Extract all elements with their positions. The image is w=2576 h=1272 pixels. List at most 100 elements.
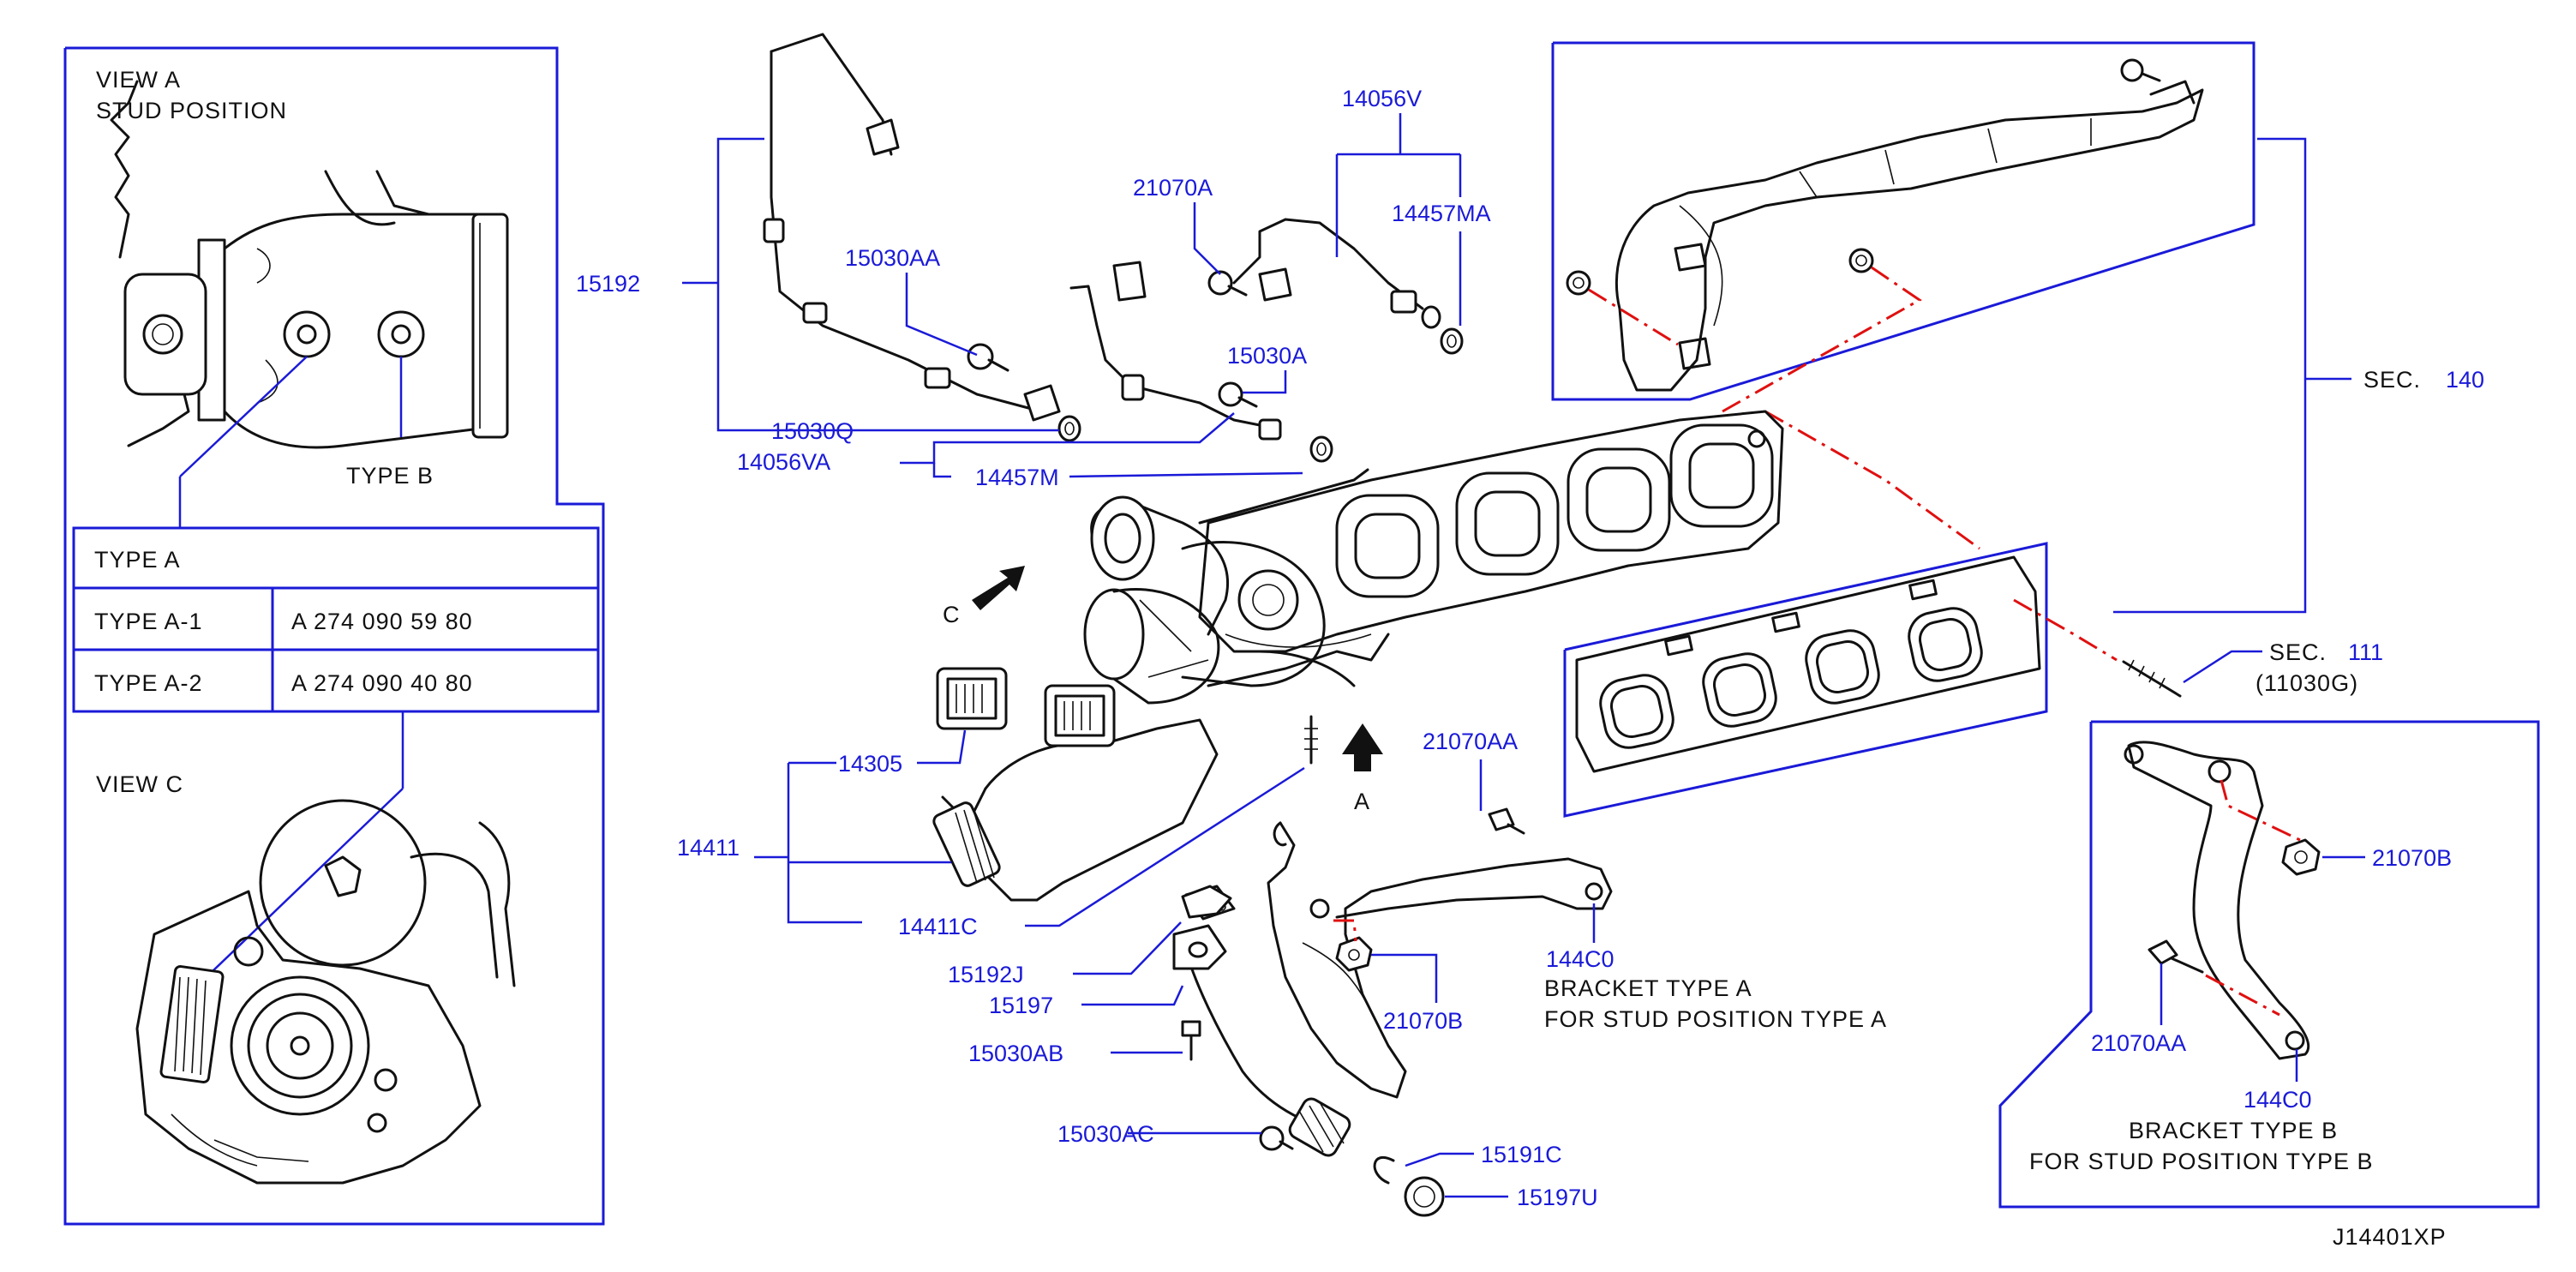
washer-icon	[1421, 305, 1441, 329]
heat-shield-inset	[1551, 41, 2255, 401]
view-c-marker: C	[943, 602, 961, 627]
bolt-icon	[1488, 807, 1525, 835]
banjo-fitting	[1023, 384, 1061, 422]
part-label-21070A[interactable]: 21070A	[1133, 175, 1213, 201]
manifold-flange	[1335, 494, 1440, 598]
view-c-title: VIEW C	[96, 771, 183, 797]
bracket-a	[1267, 821, 1613, 1099]
part-label-144C0[interactable]: 144C0	[1546, 946, 1614, 972]
centerline	[1333, 919, 1357, 942]
bracket-clip-icon	[1181, 885, 1232, 919]
sec-140-prefix: SEC.	[2363, 367, 2421, 393]
centerline	[1588, 288, 1679, 346]
bolt-icon	[2120, 58, 2161, 82]
type-table: TYPE A TYPE A-1 A 274 090 59 80 TYPE A-2…	[94, 547, 473, 696]
sec-111-prefix: SEC.	[2269, 639, 2327, 665]
part-label-15192[interactable]: 15192	[576, 271, 640, 297]
view-c-arrow-icon	[972, 566, 1025, 610]
oil-return-pipe	[1172, 924, 1351, 1157]
manifold-flange	[1567, 447, 1671, 552]
view-a-marker: A	[1354, 789, 1370, 814]
part-label-14457MA[interactable]: 14457MA	[1392, 201, 1491, 226]
bolt-icon	[1259, 1125, 1294, 1151]
view-c-drawing	[135, 799, 516, 1185]
part-label-21070AA[interactable]: 21070AA	[1423, 729, 1518, 754]
gasket-port	[1805, 629, 1880, 705]
view-a-arrow-icon	[1342, 723, 1383, 771]
part-label-15030AB[interactable]: 15030AB	[968, 1041, 1063, 1066]
bracket-a-note: BRACKET TYPE A FOR STUD POSITION TYPE A	[1544, 975, 1887, 1032]
gasket-inset	[1563, 542, 2048, 818]
type-table-row-spec: A 274 090 40 80	[291, 670, 473, 696]
clip-icon	[1373, 1155, 1395, 1185]
bracket-b-inset	[1998, 720, 2540, 1209]
diagram-code: J14401XP	[2333, 1224, 2447, 1250]
turbocharger	[1083, 495, 1390, 705]
type-b-label: TYPE B	[346, 463, 434, 489]
part-label-15030Q[interactable]: 15030Q	[771, 418, 854, 444]
nut-icon	[1848, 248, 1874, 273]
bolt-icon	[1181, 1020, 1201, 1061]
sec-111-leader	[2183, 650, 2262, 684]
part-label-14056V[interactable]: 14056V	[1342, 86, 1422, 111]
view-a-title: VIEW A STUD POSITION	[96, 67, 286, 123]
type-table-header: TYPE A	[94, 547, 181, 573]
washer-icon	[1057, 415, 1081, 442]
sec-140-callout: SEC. 140	[2363, 367, 2484, 393]
nut-icon	[1566, 270, 1591, 296]
part-label-21070B[interactable]: 21070B	[1383, 1008, 1463, 1034]
bracket-a-note-line1: BRACKET TYPE A	[1544, 975, 1752, 1001]
part-label-15197U[interactable]: 15197U	[1517, 1185, 1598, 1210]
centerline	[1764, 410, 1980, 550]
plug-icon	[1404, 1176, 1445, 1217]
part-label-15197[interactable]: 15197	[989, 993, 1053, 1018]
gasket-port	[1908, 607, 1983, 682]
part-label-15191C[interactable]: 15191C	[1481, 1142, 1562, 1167]
sec-140-number: 140	[2446, 367, 2484, 393]
stud-icon	[1304, 715, 1318, 765]
part-label-21070B-b[interactable]: 21070B	[2372, 845, 2452, 871]
gasket-port	[1599, 674, 1674, 749]
bracket-b-note: BRACKET TYPE B FOR STUD POSITION TYPE B	[2029, 1118, 2373, 1174]
bolt-icon	[967, 343, 1009, 372]
part-label-15030AC[interactable]: 15030AC	[1057, 1121, 1154, 1147]
washer-icon	[1440, 327, 1464, 355]
part-label-15030A[interactable]: 15030A	[1227, 343, 1307, 369]
manifold-flange	[1455, 471, 1560, 576]
type-table-row-spec: A 274 090 59 80	[291, 609, 473, 634]
part-label-21070AA-b[interactable]: 21070AA	[2091, 1030, 2186, 1056]
bolt-icon	[2148, 939, 2204, 974]
type-table-row-type: TYPE A-1	[94, 609, 203, 634]
manifold-flange	[1669, 423, 1774, 528]
sec-140-bracket	[2113, 137, 2351, 614]
actuator-icon	[936, 667, 1008, 730]
type-table-row-type: TYPE A-2	[94, 670, 203, 696]
nut-icon	[2281, 838, 2321, 876]
part-label-15192J[interactable]: 15192J	[948, 962, 1024, 987]
bracket-b-note-line1: BRACKET TYPE B	[2129, 1118, 2338, 1143]
part-label-144C0-b[interactable]: 144C0	[2244, 1087, 2312, 1113]
centerline	[2220, 779, 2301, 842]
part-label-14411[interactable]: 14411	[677, 835, 740, 861]
part-label-15030AA[interactable]: 15030AA	[845, 245, 940, 271]
sec-111-number: 111	[2348, 639, 2383, 665]
part-label-14056VA[interactable]: 14056VA	[737, 449, 830, 475]
nut-icon	[1335, 936, 1373, 972]
part-label-14411C[interactable]: 14411C	[898, 914, 978, 939]
part-label-14305[interactable]: 14305	[838, 751, 902, 777]
bolt-icon	[1207, 270, 1248, 297]
sec-111-sub: (11030G)	[2255, 670, 2358, 696]
bracket-a-note-line2: FOR STUD POSITION TYPE A	[1544, 1006, 1887, 1032]
part-label-14457M[interactable]: 14457M	[975, 465, 1059, 490]
centerline	[1722, 266, 1922, 413]
view-c-leader	[188, 788, 404, 995]
view-a-drawing	[110, 80, 509, 528]
oil-feed-pipe	[763, 33, 1030, 410]
centerline	[2205, 974, 2280, 1017]
leader-lines	[682, 113, 1596, 1198]
centerline	[2013, 598, 2118, 662]
actuator-icon	[1044, 684, 1116, 747]
washer-icon	[1309, 435, 1333, 463]
left-inset-panel	[63, 46, 605, 1226]
